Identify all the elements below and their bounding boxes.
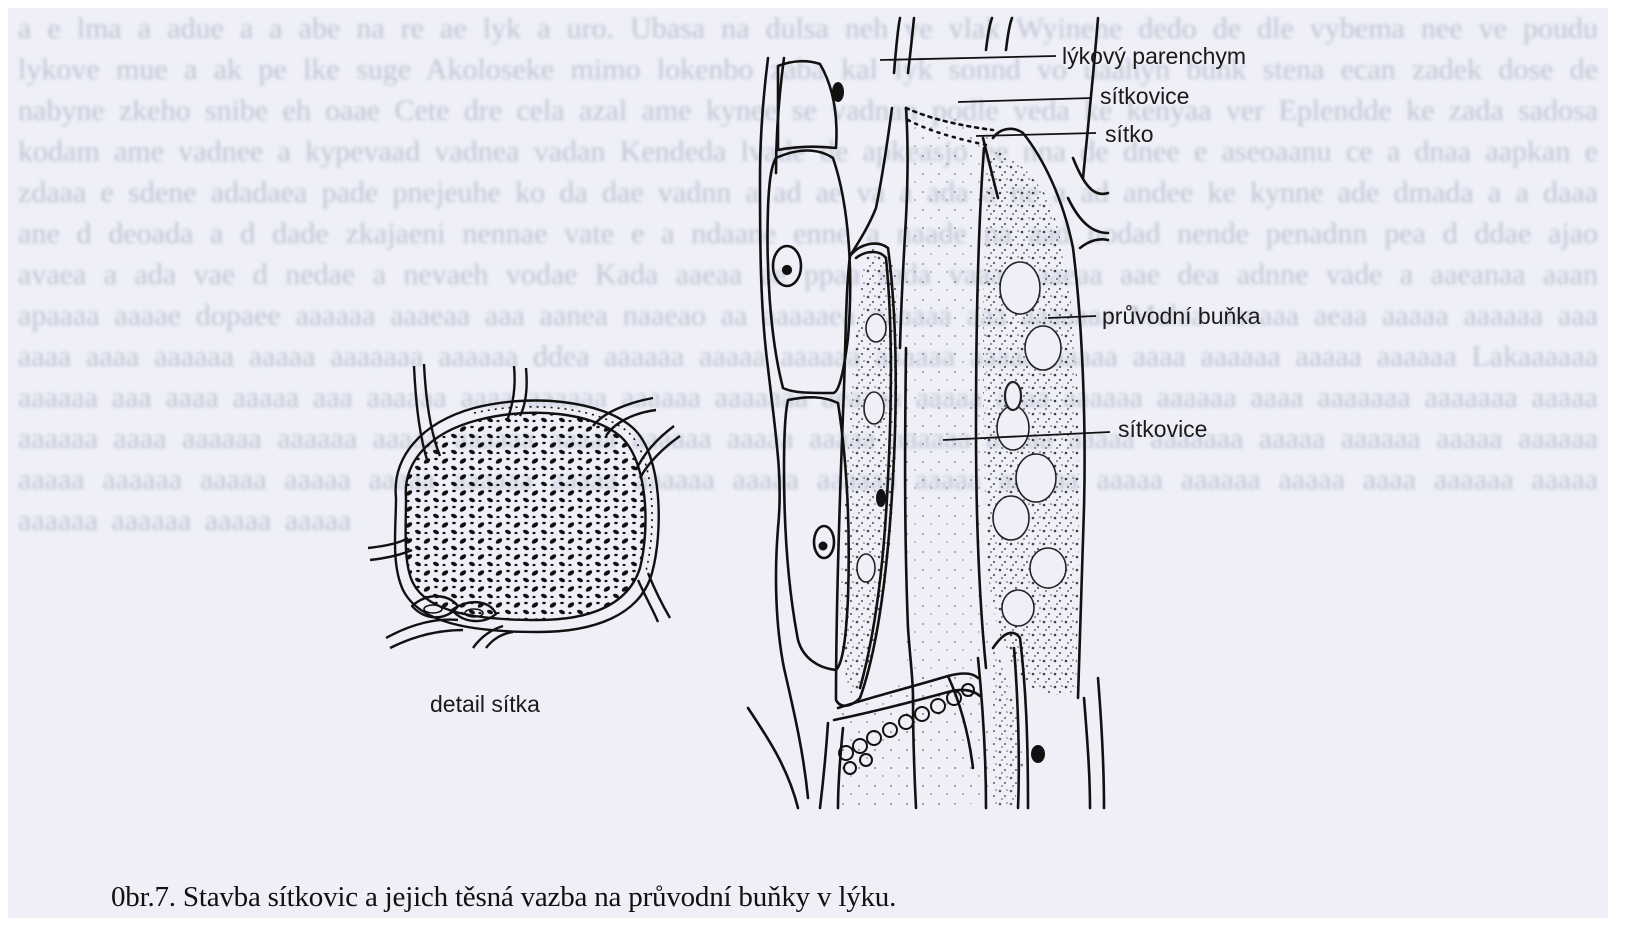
label-lykovy-parenchym: lýkový parenchym <box>1062 43 1246 70</box>
figure-caption: 0br.7. Stavba sítkovic a jejich těsná va… <box>111 881 896 914</box>
phloem-diagram <box>8 8 1608 918</box>
label-detail-sitka: detail sítka <box>430 691 540 718</box>
label-sitkovice-mid: sítkovice <box>1118 416 1207 443</box>
label-pruvodni-bunka: průvodní buňka <box>1102 303 1261 330</box>
sieve-pores <box>403 408 653 623</box>
scanned-page: a e lma a adue a a abe na re ae lyk a ur… <box>8 8 1608 918</box>
label-sitkovice-top: sítkovice <box>1100 83 1189 110</box>
label-sitko: sítko <box>1105 121 1154 148</box>
